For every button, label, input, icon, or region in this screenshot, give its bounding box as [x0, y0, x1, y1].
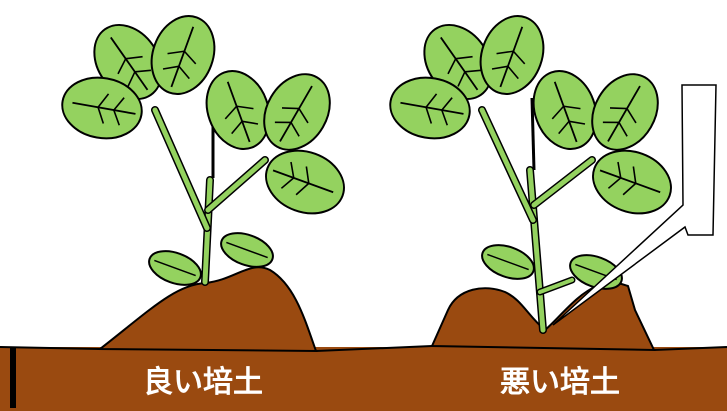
good-plant: [56, 6, 354, 293]
callout: [552, 84, 717, 326]
bad-label: 悪い培土: [500, 365, 620, 400]
ground-left-edge: [10, 348, 16, 408]
ground-strip: [0, 345, 727, 411]
good-ridge: [97, 266, 318, 353]
good-label: 良い培土: [143, 365, 263, 400]
bad-plant: [384, 6, 681, 334]
callout-bubble: [552, 84, 717, 326]
